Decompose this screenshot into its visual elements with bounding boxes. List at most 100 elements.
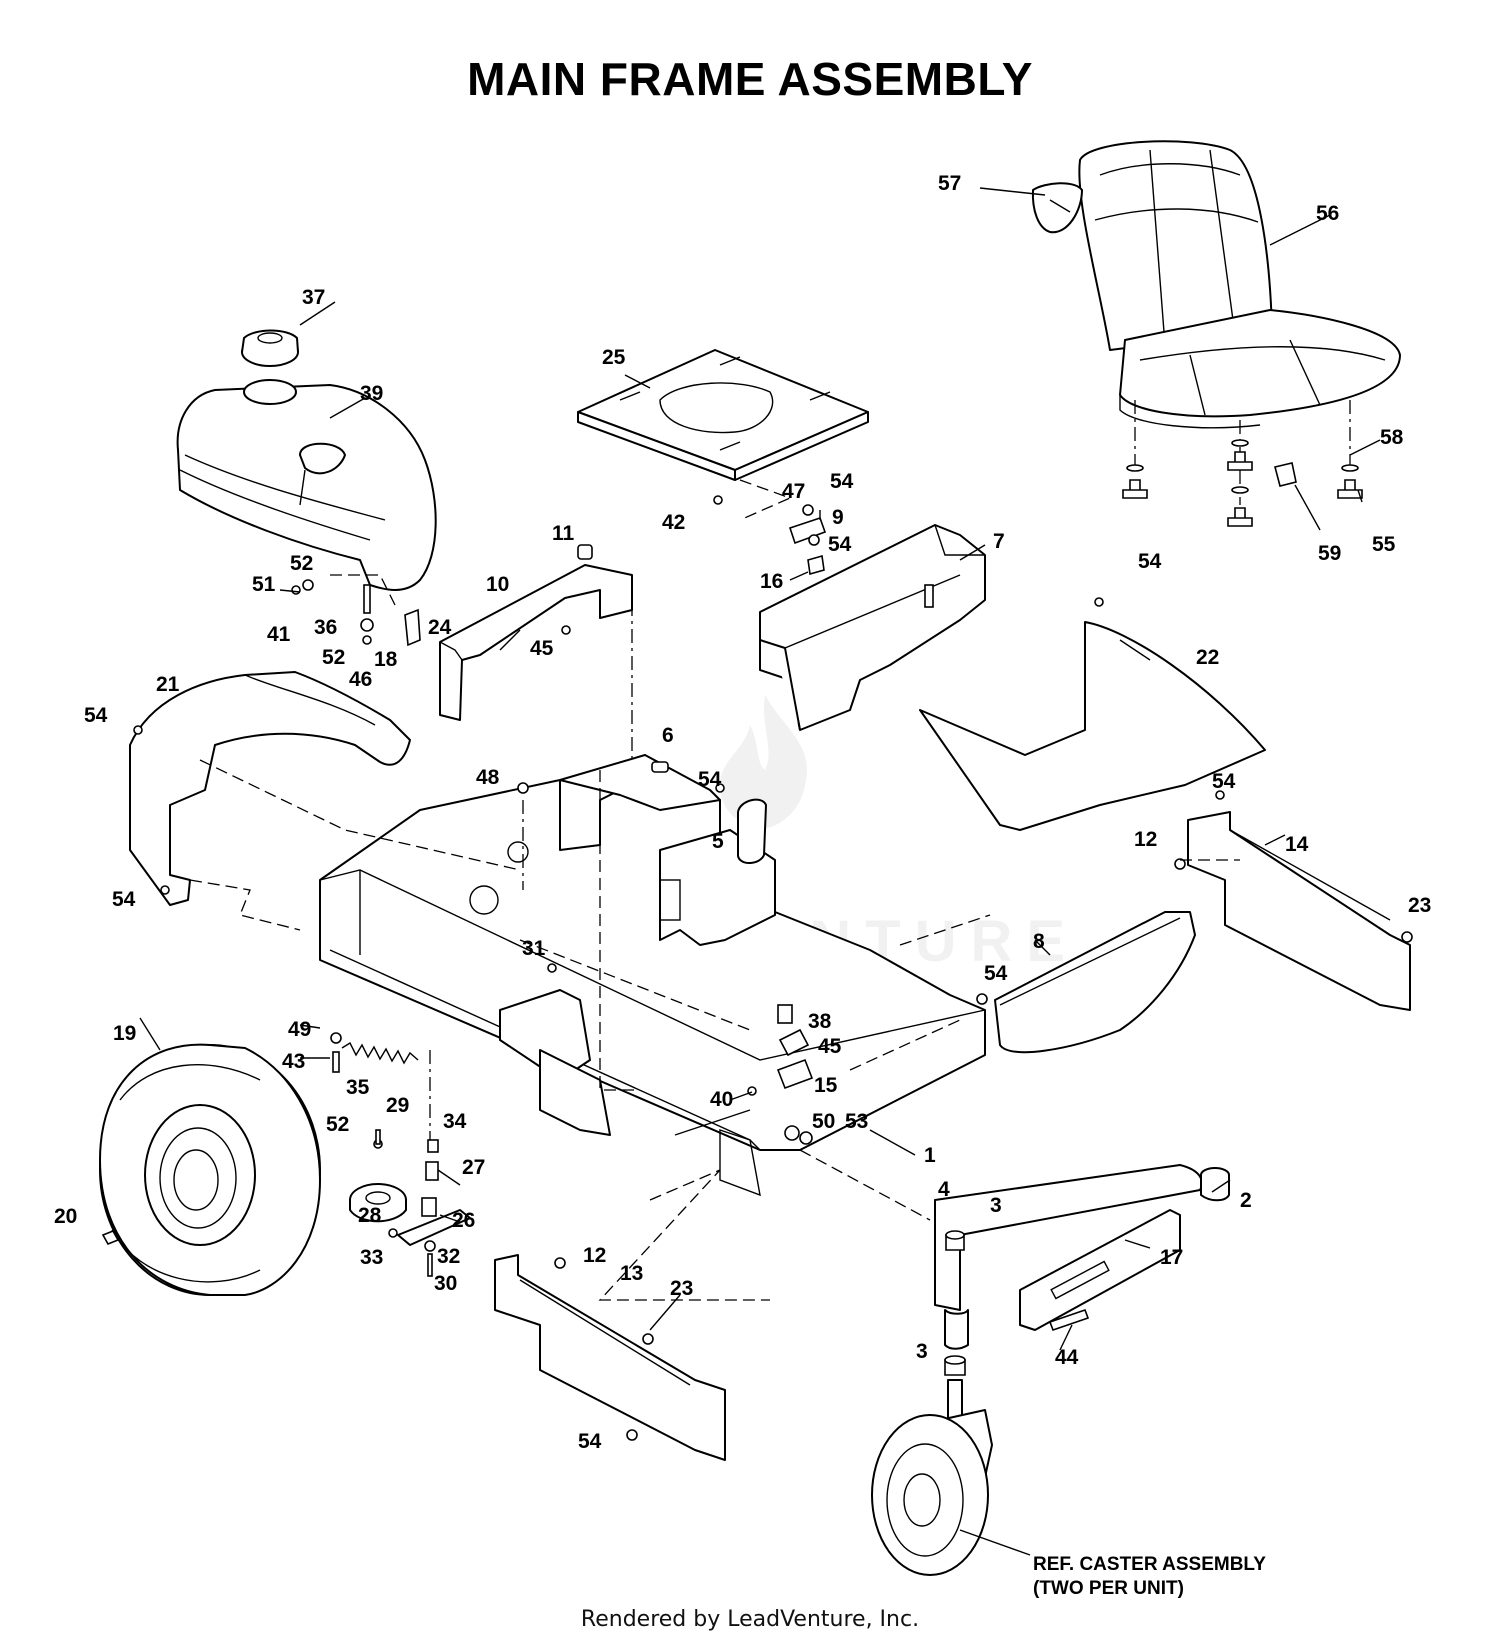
callout-label[interactable]: 56	[1316, 202, 1339, 225]
callout-label[interactable]: 22	[1196, 646, 1219, 669]
callout-label[interactable]: 10	[486, 573, 509, 596]
callout-label[interactable]: 18	[374, 648, 398, 671]
callout-label[interactable]: 13	[620, 1262, 643, 1285]
callout-label[interactable]: 20	[54, 1205, 77, 1228]
callout-label[interactable]: 46	[349, 668, 372, 691]
spring-anchor-part[interactable]	[330, 1032, 342, 1073]
callout-label[interactable]: 6	[662, 724, 674, 747]
callout-label[interactable]: 17	[1160, 1246, 1183, 1269]
callout-label[interactable]: 40	[710, 1088, 733, 1111]
main-frame-part[interactable]	[319, 754, 986, 1197]
seat-knob-part[interactable]	[1122, 439, 1363, 527]
callout-label[interactable]: 54	[84, 704, 108, 727]
console-bracket-part[interactable]	[759, 524, 986, 731]
callout-label[interactable]: 42	[662, 511, 685, 534]
caster-bolt-part[interactable]	[1048, 1308, 1090, 1332]
idler-pulley-part[interactable]	[349, 1129, 407, 1223]
callout-label[interactable]: 39	[360, 382, 383, 405]
callout-label[interactable]: 4	[938, 1178, 950, 1201]
callout-label[interactable]: 30	[434, 1272, 457, 1295]
callout-label[interactable]: 54	[698, 768, 722, 791]
spacer-washer-part[interactable]	[784, 1125, 813, 1145]
callout-label[interactable]: 14	[1285, 833, 1309, 856]
callout-label[interactable]: 25	[602, 346, 626, 369]
callout-label[interactable]: 54	[984, 962, 1008, 985]
callout-label[interactable]: 52	[322, 646, 345, 669]
clip-part[interactable]	[651, 761, 669, 773]
wheel-nut-part[interactable]	[101, 1229, 120, 1246]
callout-label[interactable]: 11	[552, 522, 575, 545]
seat-switch-part[interactable]	[1274, 462, 1297, 487]
fuel-tank-part[interactable]	[176, 379, 437, 591]
callout-label[interactable]: 45	[530, 637, 554, 660]
callout-label[interactable]: 54	[1212, 770, 1236, 793]
callout-label[interactable]: 29	[386, 1094, 409, 1117]
right-side-panel-part[interactable]	[1187, 811, 1411, 1011]
callout-label[interactable]: 44	[1055, 1346, 1079, 1369]
callout-label[interactable]: 1	[924, 1144, 936, 1167]
callout-label[interactable]: 28	[358, 1204, 382, 1227]
callout-label[interactable]: 54	[1138, 550, 1162, 573]
seat-tag-part[interactable]	[1031, 182, 1083, 234]
side-guard-part[interactable]	[994, 911, 1196, 1054]
caster-fork-part[interactable]	[934, 1164, 1230, 1350]
callout-label[interactable]: 51	[252, 573, 276, 596]
fuel-cap-part[interactable]	[241, 329, 299, 367]
callout-label[interactable]: 52	[326, 1113, 349, 1136]
callout-label[interactable]: 43	[282, 1050, 305, 1073]
callout-label[interactable]: 54	[112, 888, 136, 911]
callout-label[interactable]: 53	[845, 1110, 868, 1133]
callout-label[interactable]: 26	[452, 1209, 475, 1232]
rear-wheel-part[interactable]	[99, 1043, 321, 1296]
footrest-pan-part[interactable]	[919, 621, 1266, 831]
fuel-filter-part[interactable]	[747, 1004, 814, 1096]
callout-label[interactable]: 23	[1408, 894, 1431, 917]
plug-part[interactable]	[1174, 858, 1413, 943]
bracket-part[interactable]	[788, 504, 827, 576]
callout-label[interactable]: 58	[1380, 426, 1404, 449]
callout-label[interactable]: 47	[782, 480, 805, 503]
callout-label[interactable]: 37	[302, 286, 325, 309]
callout-label[interactable]: 54	[828, 533, 852, 556]
caster-mount-plate-part[interactable]	[1019, 1209, 1181, 1331]
callout-label[interactable]: 8	[1033, 930, 1045, 953]
callout-label[interactable]: 19	[113, 1022, 136, 1045]
callout-label[interactable]: 36	[314, 616, 337, 639]
left-fender-part[interactable]	[129, 671, 411, 906]
callout-label[interactable]: 24	[428, 616, 452, 639]
callout-label[interactable]: 27	[462, 1156, 485, 1179]
callout-label[interactable]: 12	[1134, 828, 1157, 851]
callout-label[interactable]: 31	[522, 937, 546, 960]
left-side-panel-part[interactable]	[494, 1254, 726, 1461]
callout-label[interactable]: 54	[578, 1430, 602, 1453]
callout-label[interactable]: 48	[476, 766, 500, 789]
panel-hardware-part[interactable]	[554, 1257, 654, 1441]
callout-label[interactable]: 49	[288, 1018, 311, 1041]
seat-plate-part[interactable]	[577, 349, 869, 481]
grommet-part[interactable]	[737, 798, 767, 864]
callout-label[interactable]: 15	[814, 1074, 838, 1097]
frame-cover-part[interactable]	[439, 564, 633, 721]
callout-label[interactable]: 38	[808, 1010, 832, 1033]
callout-label[interactable]: 3	[916, 1340, 928, 1363]
callout-label[interactable]: 41	[267, 623, 291, 646]
bumper-part[interactable]	[577, 544, 593, 560]
callout-label[interactable]: 35	[346, 1076, 370, 1099]
seat-part[interactable]	[1078, 140, 1401, 429]
callout-label[interactable]: 9	[832, 506, 844, 529]
misc-hardware-part[interactable]	[133, 495, 1225, 973]
callout-label[interactable]: 34	[443, 1110, 467, 1133]
callout-label[interactable]: 3	[990, 1194, 1002, 1217]
tank-hardware-part[interactable]	[291, 579, 421, 647]
callout-label[interactable]: 23	[670, 1277, 693, 1300]
callout-label[interactable]: 7	[993, 530, 1005, 553]
spring-part[interactable]	[341, 1041, 419, 1065]
callout-label[interactable]: 32	[437, 1245, 460, 1268]
callout-label[interactable]: 57	[938, 172, 961, 195]
callout-label[interactable]: 5	[712, 830, 724, 853]
callout-label[interactable]: 52	[290, 552, 313, 575]
callout-label[interactable]: 33	[360, 1246, 383, 1269]
hardware-screw-part[interactable]	[976, 993, 988, 1005]
caster-wheel-part[interactable]	[871, 1379, 993, 1576]
callout-label[interactable]: 50	[812, 1110, 835, 1133]
